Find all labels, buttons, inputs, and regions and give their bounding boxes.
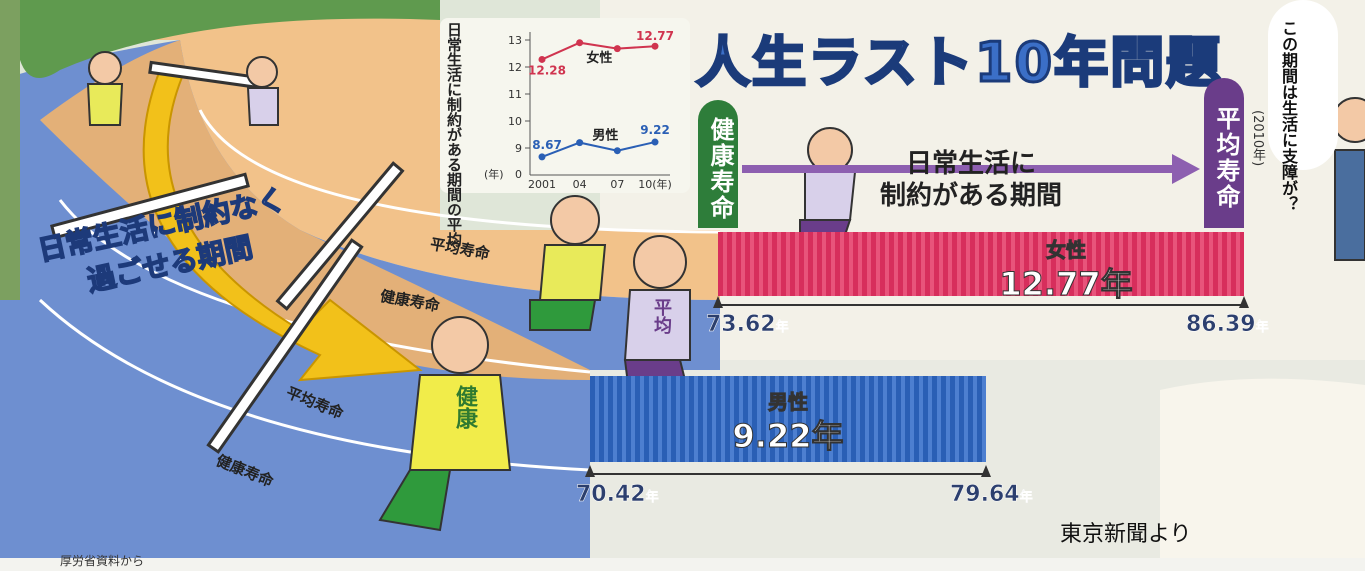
speech-bubble-text: この期間は生活に支障が？: [1279, 20, 1298, 212]
x-tick-label: 07: [610, 178, 624, 190]
male-start-value: 70.42: [576, 482, 646, 508]
data-point: [576, 139, 584, 147]
y-tick-label: 12: [508, 61, 522, 74]
restricted-period-label: 日常生活に 制約がある期間: [880, 149, 1063, 211]
female-bar: 女性 12.77年: [718, 232, 1244, 304]
inset-line-chart: 13 12 11 10 9 0 (年) 2001 04 07 10(年) 12.28 12.77 女性 8.…: [484, 29, 674, 190]
female-end-value: 86.39: [1186, 312, 1256, 338]
male-first-label: 8.67: [532, 138, 562, 152]
x-tick-label: 2001: [528, 178, 556, 190]
y-tick-label: 0: [515, 168, 522, 181]
data-point: [613, 45, 621, 53]
y-unit-label: (年): [484, 167, 504, 181]
y-tick-label: 9: [515, 142, 522, 155]
male-series-label: 男性: [592, 127, 618, 143]
male-start-unit: 年: [645, 490, 659, 506]
series-line-male: [541, 141, 656, 158]
x-tick-label: 04: [573, 178, 587, 190]
female-end-unit: 年: [1255, 320, 1269, 336]
year-note: (2010年): [1250, 110, 1265, 167]
female-first-label: 12.28: [528, 63, 566, 77]
male-last-label: 9.22: [640, 123, 670, 137]
speech-bubble: [1268, 0, 1338, 170]
male-bar-value: 9.22年: [732, 417, 844, 456]
y-tick-label: 10: [508, 115, 522, 128]
healthy-life-label: 健康寿命: [698, 100, 738, 228]
female-start-tick: 73.62年: [706, 312, 789, 338]
series-line-female: [541, 41, 656, 61]
average-life-label: 平均寿命: [1204, 78, 1244, 228]
shirt-text-kenkou: 健康: [452, 385, 477, 429]
main-title: 人生ラスト10年問題: [694, 30, 1223, 96]
male-end-value: 79.64: [950, 482, 1020, 508]
data-point: [613, 147, 621, 155]
x-tick-label: 10(年): [638, 177, 672, 190]
male-bar-label: 男性: [768, 390, 809, 415]
shirt-text-heikin: 平均: [651, 298, 672, 334]
female-last-label: 12.77: [636, 29, 674, 43]
male-start-tick: 70.42年: [576, 482, 659, 508]
data-point: [651, 42, 659, 50]
y-tick-label: 11: [508, 88, 522, 101]
female-bar-label: 女性: [1046, 238, 1087, 263]
male-end-tick: 79.64年: [950, 482, 1033, 508]
female-end-tick: 86.39年: [1186, 312, 1269, 338]
male-end-unit: 年: [1019, 490, 1033, 506]
source-text: 東京新聞より: [1060, 522, 1192, 547]
female-bar-value: 12.77年: [999, 265, 1133, 304]
female-start-unit: 年: [775, 320, 789, 336]
y-tick-label: 13: [508, 34, 522, 47]
data-point: [576, 39, 584, 47]
data-point: [538, 153, 546, 161]
male-bar: 男性 9.22年: [590, 376, 986, 462]
female-series-label: 女性: [586, 50, 612, 66]
data-point: [651, 138, 659, 146]
female-start-value: 73.62: [706, 312, 776, 338]
credit-text: 厚労省資料から: [60, 554, 145, 568]
data-point: [538, 55, 546, 63]
inset-chart-title: 日常生活に制約がある期間の平均: [445, 22, 463, 247]
